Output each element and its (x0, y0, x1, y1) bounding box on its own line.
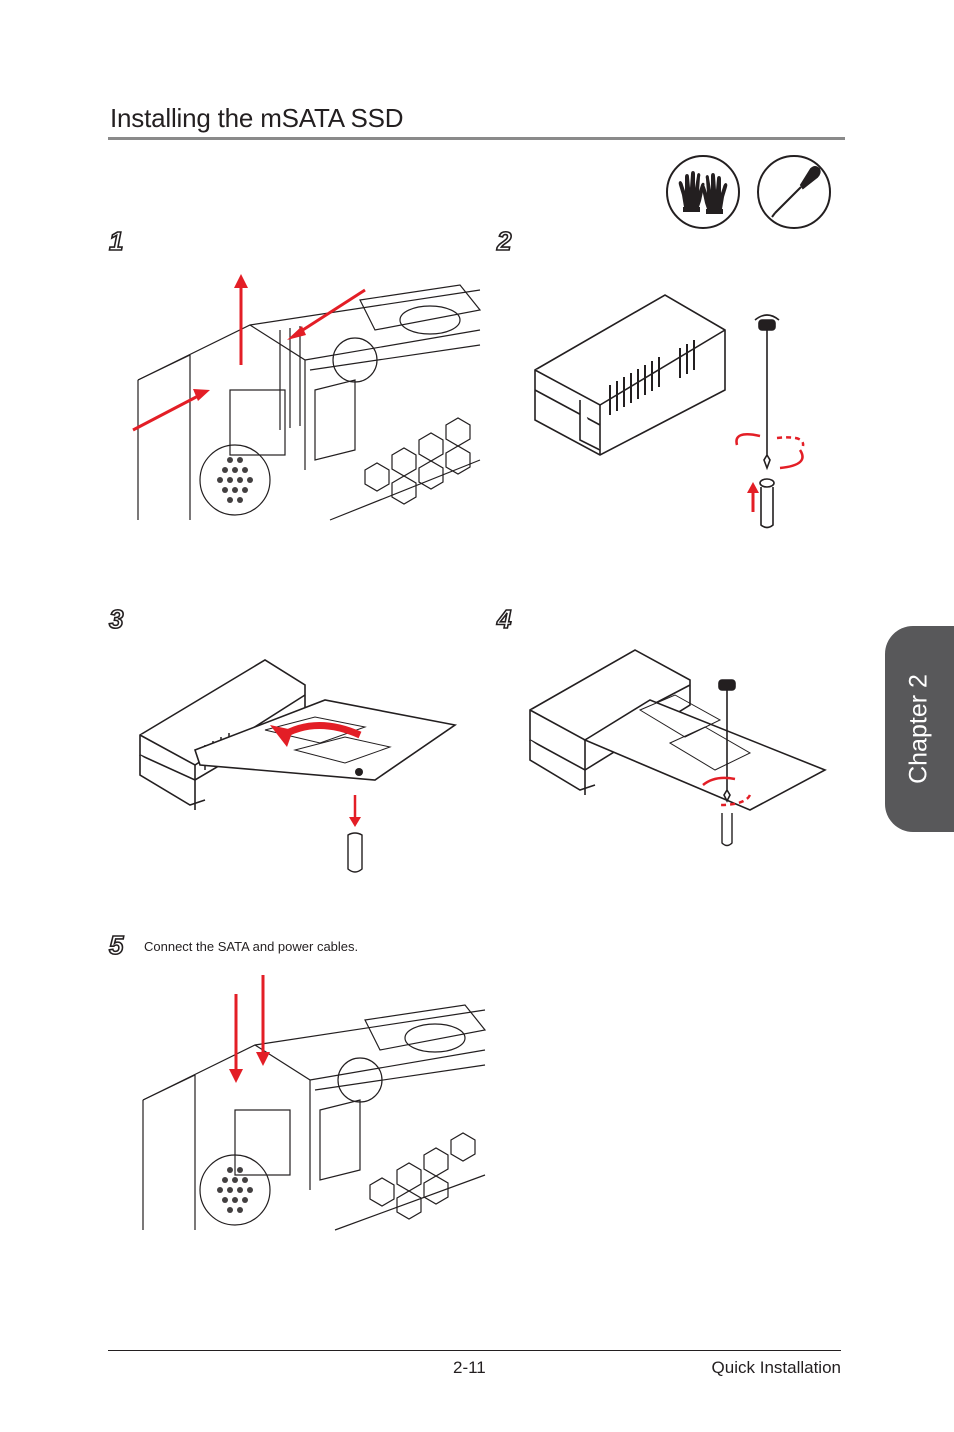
step-number-3: 3 (108, 603, 124, 635)
chapter-tab-label: Chapter 2 (904, 674, 933, 784)
section-name: Quick Installation (711, 1358, 841, 1377)
step-4-illustration (529, 649, 827, 847)
gloves-icon (666, 155, 740, 229)
page-number: 2-11 (453, 1358, 486, 1377)
step-2-illustration (534, 294, 805, 529)
step-number-1: 1 (108, 225, 124, 257)
step-number-4: 4 (496, 603, 512, 635)
step-3-illustration (139, 659, 458, 873)
step-number-5: 5 (108, 929, 124, 961)
chapter-tab (885, 626, 954, 832)
screwdriver-icon (757, 155, 831, 229)
step-5-illustration (142, 975, 487, 1231)
page-title: Installing the mSATA SSD (110, 103, 404, 133)
step-1-illustration (132, 274, 482, 521)
footer-divider (108, 1350, 841, 1351)
title-divider (108, 137, 845, 140)
step-number-2: 2 (496, 225, 512, 257)
step-5-instruction: Connect the SATA and power cables. (144, 939, 359, 954)
